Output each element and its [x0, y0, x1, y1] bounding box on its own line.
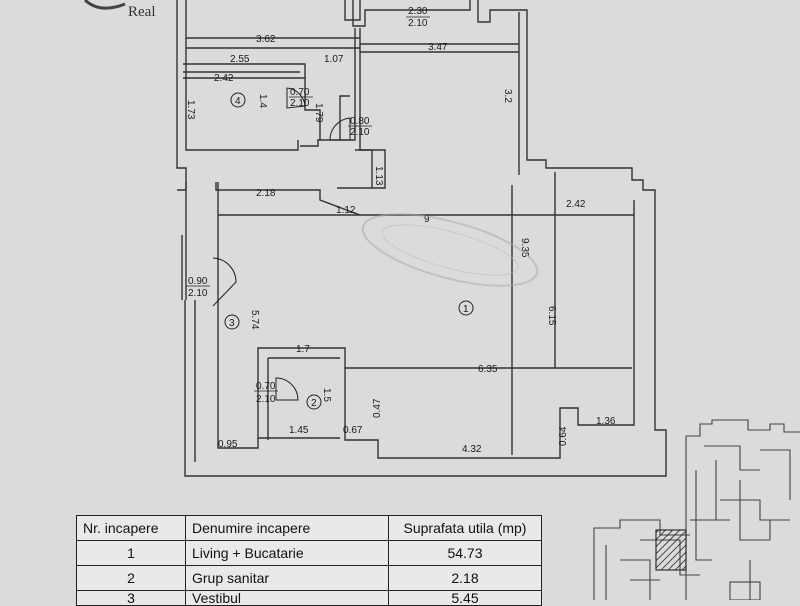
cell-nr: 1	[76, 540, 186, 566]
dim-1-79: 1.79	[313, 103, 324, 123]
dim-0-47: 0.47	[372, 398, 383, 418]
dim-6-35: 6.35	[478, 364, 498, 375]
walls	[176, 0, 667, 477]
dim-6-15: 6.15	[546, 306, 557, 326]
cell-name: Grup sanitar	[185, 565, 389, 591]
svg-text:3: 3	[229, 318, 235, 329]
dim-9-35: 9.35	[519, 238, 530, 258]
cell-name: Living + Bucatarie	[185, 540, 389, 566]
dim-1-45: 1.45	[289, 425, 309, 436]
svg-text:2.10: 2.10	[408, 18, 428, 29]
door-hall: 0.80 2.10	[329, 116, 372, 141]
room-marker-4: 4	[230, 92, 246, 108]
svg-text:2.10: 2.10	[256, 394, 276, 405]
svg-text:0.70: 0.70	[256, 381, 276, 392]
dim-5-74: 5.74	[249, 310, 260, 330]
door-top: 2.30 2.10	[406, 6, 430, 29]
room-marker-1: 1	[458, 300, 474, 316]
logo-text: Real	[128, 4, 156, 20]
cell-area: 2.18	[388, 565, 542, 591]
cell-name: Vestibul	[185, 590, 389, 606]
svg-text:0.80: 0.80	[350, 116, 370, 127]
building-thumbnail	[593, 419, 800, 600]
dim-2-42-top: 2.42	[214, 73, 234, 84]
logo: Real	[83, 0, 156, 20]
cell-nr: 3	[76, 590, 186, 606]
dim-2-18: 2.18	[256, 188, 276, 199]
stamp	[361, 213, 539, 287]
dim-0-67: 0.67	[343, 425, 363, 436]
svg-text:1: 1	[463, 304, 469, 315]
dim-3-47: 3.47	[428, 42, 448, 53]
dimension-labels: 3.62 2.55 1.07 3.47 2.42 1.73 1.4 1.79 3…	[185, 34, 616, 455]
table-row: 2 Grup sanitar 2.18	[76, 565, 542, 591]
table-row: 1 Living + Bucatarie 54.73	[76, 540, 542, 566]
dim-3-62: 3.62	[256, 34, 276, 45]
door-bath-top: 0.70 2.10	[286, 87, 313, 109]
header-area: Suprafata utila (mp)	[388, 515, 542, 541]
header-nr: Nr. incapere	[76, 515, 186, 541]
svg-text:0.90: 0.90	[188, 276, 208, 287]
dim-2-42-right: 2.42	[566, 199, 586, 210]
dim-9: 9	[424, 214, 430, 225]
dim-0-64: 0.64	[558, 426, 569, 446]
dim-1-36: 1.36	[596, 416, 616, 427]
dim-3-2: 3.2	[502, 89, 513, 103]
doors: 2.30 2.10 0.70 2.10 0.80 2.10 0.90 2.10 …	[186, 6, 430, 405]
svg-text:2: 2	[311, 398, 317, 409]
dim-2-55: 2.55	[230, 54, 250, 65]
dim-1-4: 1.4	[257, 94, 268, 108]
room-marker-3: 3	[224, 314, 240, 330]
dim-4-32: 4.32	[462, 444, 482, 455]
door-entry: 0.90 2.10	[186, 257, 237, 307]
cell-area: 5.45	[388, 590, 542, 606]
door-bath-bottom: 0.70 2.10	[254, 377, 299, 405]
svg-text:2.10: 2.10	[290, 98, 310, 109]
svg-text:2.10: 2.10	[188, 288, 208, 299]
svg-text:0.70: 0.70	[290, 87, 310, 98]
table-header-row: Nr. incapere Denumire incapere Suprafata…	[76, 515, 542, 541]
svg-text:4: 4	[235, 96, 241, 107]
dim-1-5: 1.5	[321, 388, 332, 402]
dim-1-73: 1.73	[185, 100, 196, 120]
dim-1-12: 1.12	[336, 205, 356, 216]
dim-1-13: 1.13	[373, 166, 384, 186]
dim-1-7: 1.7	[296, 344, 310, 355]
svg-text:2.30: 2.30	[408, 6, 428, 17]
room-markers: 1 2 3 4	[224, 92, 474, 410]
dim-0-95: 0.95	[218, 439, 238, 450]
room-marker-2: 2	[306, 394, 322, 410]
table-row: 3 Vestibul 5.45	[76, 590, 542, 606]
svg-text:2.10: 2.10	[350, 127, 370, 138]
header-name: Denumire incapere	[185, 515, 389, 541]
cell-nr: 2	[76, 565, 186, 591]
room-area-table: Nr. incapere Denumire incapere Suprafata…	[76, 515, 542, 606]
dim-1-07: 1.07	[324, 54, 344, 65]
cell-area: 54.73	[388, 540, 542, 566]
